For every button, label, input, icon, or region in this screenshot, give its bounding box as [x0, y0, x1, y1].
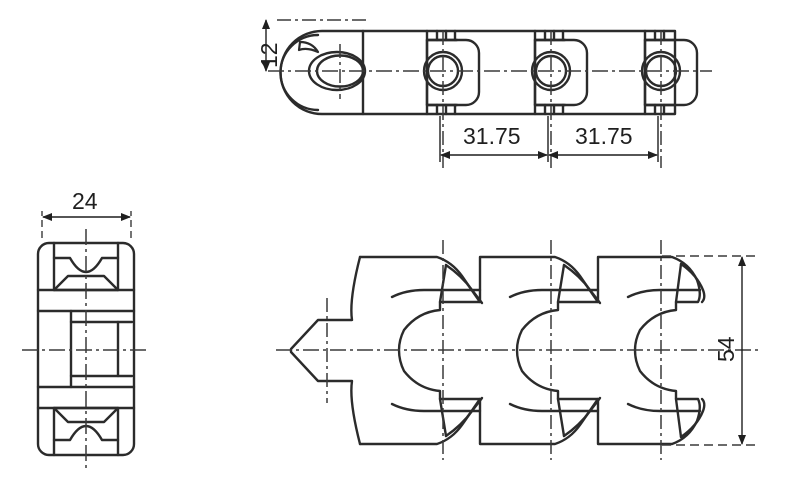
plan-link-2-hook-bot: [508, 402, 600, 413]
plan-link-1-hook-top: [390, 288, 482, 299]
plan-link-1-hook-bot: [390, 402, 482, 413]
gate-mark: [297, 40, 320, 54]
hinge-barrel-3: [643, 38, 699, 107]
barrel1-tab-top: [425, 29, 457, 42]
dim-54-label: 54: [713, 336, 739, 362]
dim-31-75-right-label: 31.75: [575, 123, 633, 149]
plan-link-2-relief-top2: [556, 263, 566, 304]
plan-link-3-relief-bot2: [674, 397, 683, 439]
top-view-group: [279, 29, 699, 116]
plan-link-1-relief-top: [444, 263, 484, 305]
barrel2-tab-bot: [533, 103, 565, 116]
centerlines-group: [22, 70, 760, 470]
end-view-bot-recess: [52, 406, 120, 457]
plan-link-1-relief-bot: [444, 396, 484, 438]
barrel3-tab-top: [643, 29, 666, 42]
hinge-barrel-2: [533, 38, 589, 107]
plan-link-2-relief-bot: [562, 396, 602, 438]
plan-link-2-relief-bot2: [556, 397, 566, 438]
plan-link-3-relief-bot: [679, 397, 706, 439]
barrel3-tab-bot: [643, 103, 666, 116]
plan-link-3-relief-top2: [674, 262, 683, 304]
dim-31-75-left-label: 31.75: [463, 123, 521, 149]
left-end-inner-contour: [279, 33, 320, 112]
plan-link-2-hook-top: [508, 288, 600, 299]
dim-24-label: 24: [72, 188, 98, 214]
barrel1-tab-bot: [425, 103, 457, 116]
dimension-lines-group: [41, 19, 758, 446]
hinge-barrel-1: [425, 38, 481, 107]
plan-link-2-relief-top: [562, 263, 602, 305]
end-view-center-block: [69, 309, 120, 389]
plan-link-3-relief-top: [679, 262, 706, 304]
plan-link-3-hook-bot: [626, 402, 702, 413]
feature-centerlines-group: [326, 31, 662, 460]
dim-12-label: 12: [256, 42, 282, 68]
barrel2-tab-top: [533, 29, 565, 42]
plan-link-3-hook-top: [626, 288, 702, 299]
